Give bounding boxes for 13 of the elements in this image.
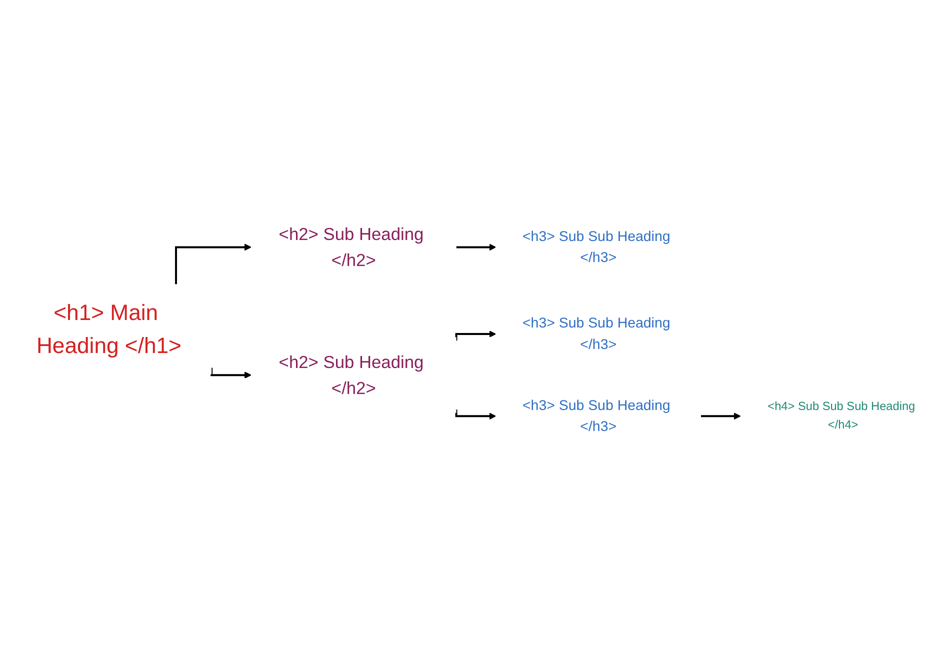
arrow: [455, 330, 496, 341]
node-text: <h3> Sub Sub Heading </h3>: [522, 397, 670, 434]
node-text: <h2> Sub Heading </h2>: [278, 352, 424, 398]
arrow: [455, 244, 496, 251]
node-text: <h3> Sub Sub Heading </h3>: [522, 228, 670, 266]
node-text: <h1> Main Heading </h1>: [36, 300, 182, 358]
node-text: <h2> Sub Heading </h2>: [278, 224, 424, 270]
arrow: [175, 244, 252, 284]
node-text: <h3> Sub Sub Heading </h3>: [522, 315, 670, 352]
arrow: [700, 412, 741, 420]
arrow: [210, 368, 252, 379]
arrow: [455, 410, 496, 420]
node-text: <h4> Sub Sub Sub Heading </h4>: [768, 400, 916, 432]
